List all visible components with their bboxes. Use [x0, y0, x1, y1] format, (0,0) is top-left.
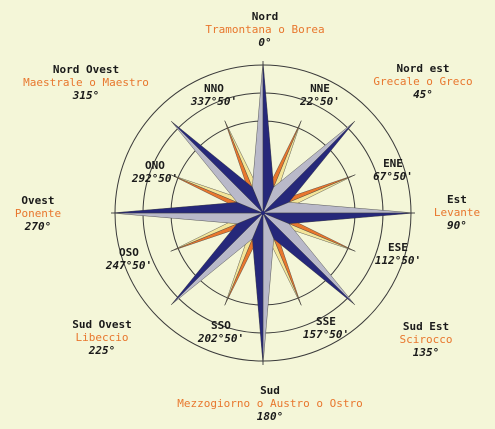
point-s-light-half [262, 212, 274, 366]
point-n-light-half [252, 60, 264, 214]
label-ene-name: ENE [383, 157, 403, 170]
label-west-degrees: 270° [24, 220, 52, 233]
label-sse-degrees: 157°50' [302, 328, 350, 341]
point-w-light-half [110, 212, 264, 224]
label-north-degrees: 0° [258, 36, 272, 49]
label-south-degrees: 180° [256, 410, 284, 423]
label-sse-name: SSE [316, 315, 336, 328]
label-southwest-degrees: 225° [88, 344, 116, 357]
point-s-dark-half [252, 212, 264, 366]
label-south-wind: Mezzogiorno o Austro o Ostro [177, 397, 363, 410]
label-nne-name: NNE [310, 82, 330, 95]
label-southeast-degrees: 135° [412, 346, 440, 359]
point-ne-dark-half [262, 120, 356, 214]
label-southwest: Sud Ovest Libeccio 225° [72, 318, 132, 357]
label-sso-name: SSO [211, 319, 231, 332]
label-southwest-wind: Libeccio [75, 331, 129, 344]
label-ono-name: ONO [145, 159, 165, 172]
label-east-wind: Levante [433, 206, 481, 219]
label-sse: SSE 157°50' [303, 315, 349, 341]
label-northwest-wind: Maestrale o Maestro [23, 76, 149, 89]
label-ese-degrees: 112°50' [374, 254, 422, 267]
label-northeast-wind: Grecale o Greco [373, 75, 473, 88]
point-se-dark-half [262, 212, 356, 306]
label-southeast-name: Sud Est [402, 320, 450, 333]
point-sw-dark-half [170, 212, 264, 306]
label-ese-name: ESE [388, 241, 408, 254]
label-nno-name: NNO [204, 82, 224, 95]
label-northeast-name: Nord est [396, 62, 450, 75]
label-northeast: Nord est Grecale o Greco 45° [373, 62, 472, 101]
label-northwest-degrees: 315° [72, 89, 100, 102]
center-dot [261, 211, 265, 215]
label-oso: OSO 247°50' [106, 246, 152, 272]
label-west-wind: Ponente [14, 207, 62, 220]
label-north-wind: Tramontana o Borea [205, 23, 325, 36]
point-nw-dark-half [170, 120, 264, 214]
label-northeast-degrees: 45° [413, 88, 433, 101]
label-west-name: Ovest [21, 194, 55, 207]
label-west: Ovest Ponente 270° [15, 194, 61, 233]
point-e-dark-half [262, 212, 416, 224]
label-east: Est Levante 90° [434, 193, 480, 232]
label-ono-degrees: 292°50' [131, 172, 179, 185]
label-ene: ENE 67°50' [373, 157, 413, 183]
label-southeast: Sud Est Scirocco 135° [400, 320, 453, 359]
label-east-degrees: 90° [447, 219, 467, 232]
label-oso-degrees: 247°50' [105, 259, 153, 272]
label-nne: NNE 22°50' [300, 82, 340, 108]
label-nno-degrees: 337°50' [190, 95, 238, 108]
label-oso-name: OSO [119, 246, 139, 259]
point-w-dark-half [110, 202, 264, 214]
point-e-light-half [262, 202, 416, 214]
label-nno: NNO 337°50' [191, 82, 237, 108]
label-ese: ESE 112°50' [375, 241, 421, 267]
label-northwest-name: Nord Ovest [52, 63, 120, 76]
label-nne-degrees: 22°50' [300, 95, 340, 108]
label-north: Nord Tramontana o Borea 0° [205, 10, 324, 49]
label-southwest-name: Sud Ovest [72, 318, 132, 331]
label-sso-degrees: 202°50' [197, 332, 245, 345]
label-south: Sud Mezzogiorno o Austro o Ostro 180° [177, 384, 362, 423]
label-ono: ONO 292°50' [132, 159, 178, 185]
label-north-name: Nord [251, 10, 279, 23]
label-southeast-wind: Scirocco [399, 333, 453, 346]
label-east-name: Est [447, 193, 467, 206]
compass-points [110, 60, 416, 366]
label-south-name: Sud [260, 384, 280, 397]
label-sso: SSO 202°50' [198, 319, 244, 345]
label-ene-degrees: 67°50' [373, 170, 413, 183]
point-n-dark-half [262, 60, 274, 214]
label-northwest: Nord Ovest Maestrale o Maestro 315° [23, 63, 149, 102]
